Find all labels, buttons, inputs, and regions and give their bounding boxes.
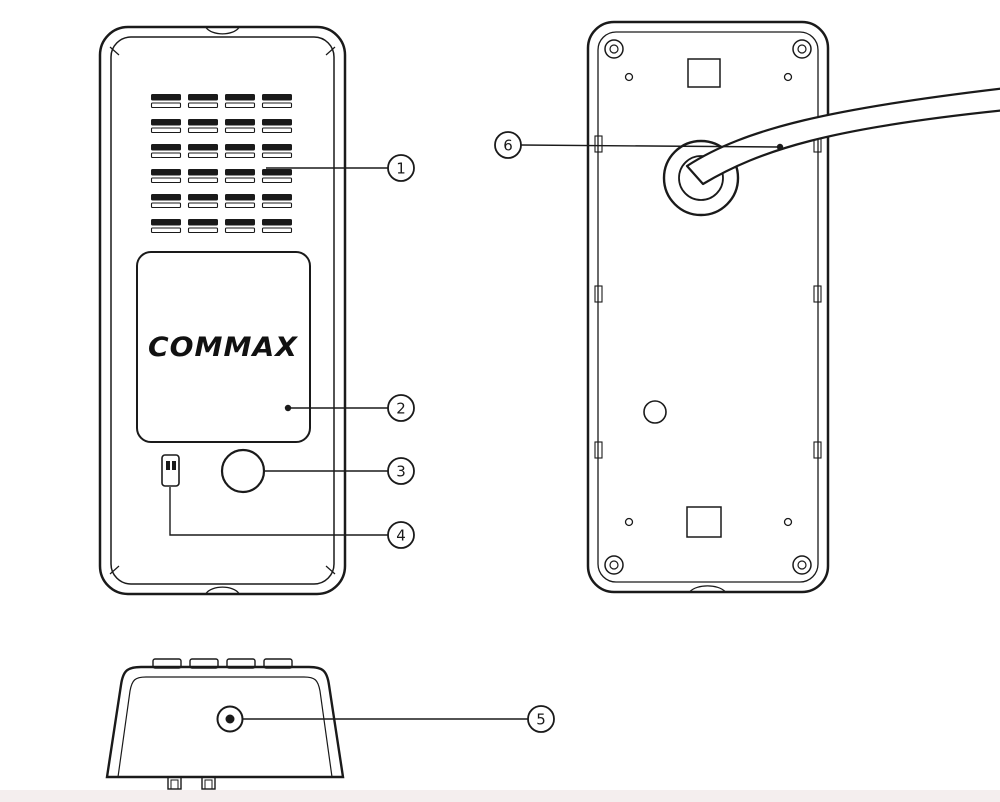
- mounting-screw-hole: [792, 555, 812, 575]
- grille-slat: [187, 168, 219, 184]
- call-button: [220, 448, 266, 494]
- led-element: [166, 461, 170, 470]
- side-notch: [594, 135, 603, 153]
- front-corner-seam-bl: [109, 565, 120, 575]
- grille-slat: [150, 143, 182, 159]
- callout-6-dot: [776, 143, 784, 151]
- callout-1-circle: [387, 154, 415, 182]
- grille-slat: [224, 218, 256, 234]
- callout-3-circle: [387, 457, 415, 485]
- cable-entry-hole-outer: [662, 139, 740, 217]
- small-hole: [783, 517, 793, 527]
- callout-6: 6: [494, 131, 784, 159]
- callout-2-circle: [387, 394, 415, 422]
- grille-slat: [224, 168, 256, 184]
- side-notch: [594, 441, 603, 459]
- led-element: [172, 461, 176, 470]
- front-outer-body: [98, 25, 347, 596]
- brand-logo: COMMAX: [148, 332, 298, 363]
- grille-slat: [224, 118, 256, 134]
- grille-slat: [187, 118, 219, 134]
- small-hole: [624, 72, 634, 82]
- front-corner-seam-tr: [325, 46, 336, 56]
- callout-3-number: 3: [396, 463, 406, 481]
- callout-6-number: 6: [503, 137, 513, 155]
- grille-slat: [224, 143, 256, 159]
- grille-slat: [187, 143, 219, 159]
- grille-slat: [261, 218, 293, 234]
- cable: [685, 87, 1000, 186]
- cable-entry-hole-inner: [678, 155, 724, 201]
- front-bottom-notch: [205, 586, 240, 594]
- grille-slat: [187, 218, 219, 234]
- adjustment-screw-ring: [216, 705, 244, 733]
- adjustment-screw: [216, 705, 244, 733]
- grille-slat: [150, 218, 182, 234]
- grille-slat: [150, 168, 182, 184]
- callout-1: 1: [266, 154, 415, 182]
- grille-slat: [150, 193, 182, 209]
- grille-slat: [187, 193, 219, 209]
- grille-slat: [261, 93, 293, 109]
- grille-slat: [261, 193, 293, 209]
- grille-slat: [261, 143, 293, 159]
- rear-top-cutout: [687, 58, 721, 88]
- callout-4-number: 4: [396, 527, 406, 545]
- bottom-view: [105, 658, 345, 790]
- grille-slat: [224, 93, 256, 109]
- callout-5-number: 5: [536, 711, 546, 729]
- callout-4-line: [169, 487, 388, 536]
- grille-slat: [224, 193, 256, 209]
- small-hole: [783, 72, 793, 82]
- speaker-grille: [150, 93, 293, 234]
- footer-strip: [0, 790, 1000, 802]
- mounting-foot: [201, 776, 216, 790]
- grille-slat: [261, 118, 293, 134]
- callout-4: 4: [169, 487, 415, 549]
- callout-4-circle: [387, 521, 415, 549]
- callout-6-line: [520, 144, 780, 148]
- side-notch: [813, 285, 822, 303]
- callout-6-circle: [494, 131, 522, 159]
- adjustment-screw-center: [225, 714, 235, 724]
- rear-bottom-cutout: [686, 506, 722, 538]
- callout-5: 5: [243, 705, 555, 733]
- rear-view: [586, 20, 1000, 594]
- grille-slat: [261, 168, 293, 184]
- callouts: 1 2 3 4 5 6: [169, 131, 784, 733]
- front-corner-seam-tl: [109, 46, 120, 56]
- front-top-notch: [205, 27, 240, 35]
- side-notch: [594, 285, 603, 303]
- grille-slat: [150, 118, 182, 134]
- mounting-screw-hole: [604, 39, 624, 59]
- led-indicator: [161, 454, 180, 487]
- bottom-outline: [105, 665, 345, 779]
- mounting-screw-hole: [792, 39, 812, 59]
- front-view: COMMAX: [98, 25, 347, 596]
- front-corner-seam-br: [325, 565, 336, 575]
- led-window: [161, 454, 180, 487]
- grille-slat: [187, 93, 219, 109]
- callout-2-number: 2: [396, 400, 406, 418]
- side-notch: [813, 441, 822, 459]
- small-hole: [624, 517, 634, 527]
- callout-2: 2: [284, 394, 415, 422]
- rear-outer-body: [586, 20, 830, 594]
- rear-inner-panel: [597, 31, 819, 583]
- rear-bottom-notch: [689, 585, 726, 592]
- brand-panel: [136, 251, 311, 443]
- mounting-screw-hole: [604, 555, 624, 575]
- bottom-inner-line: [117, 676, 333, 778]
- front-inner-panel: [110, 36, 335, 585]
- callout-5-circle: [527, 705, 555, 733]
- grille-slat: [150, 93, 182, 109]
- callout-1-number: 1: [396, 160, 406, 178]
- wire-hole: [643, 400, 667, 424]
- callout-3: 3: [265, 457, 415, 485]
- mounting-foot: [167, 776, 182, 790]
